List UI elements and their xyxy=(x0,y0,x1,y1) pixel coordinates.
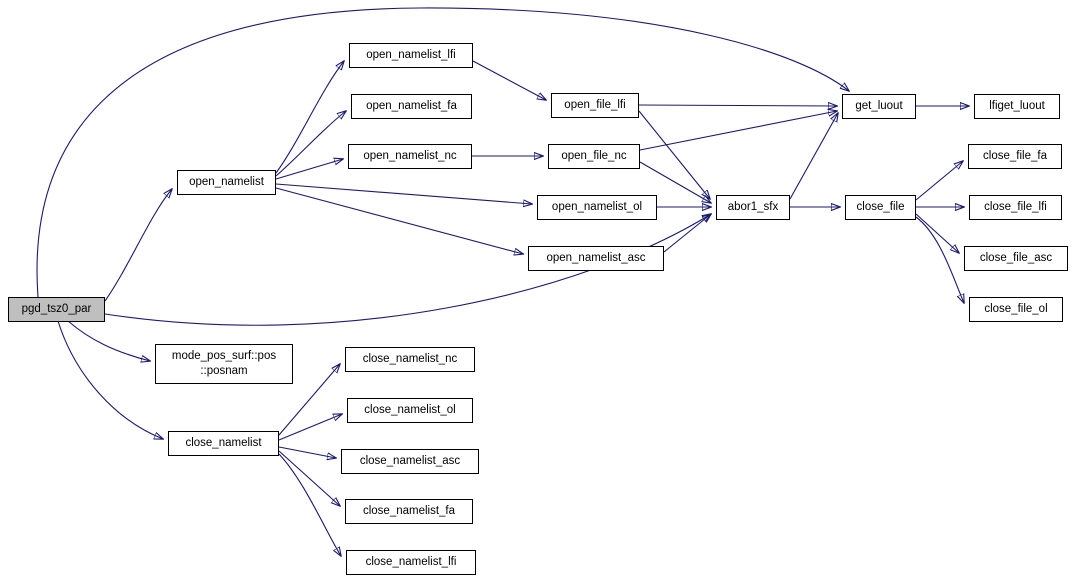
node-open_namelist_ol[interactable]: open_namelist_ol xyxy=(537,195,657,220)
edge-close_namelist-close_namelist_fa xyxy=(278,450,340,506)
edge-close_file-close_file_fa xyxy=(915,161,963,201)
node-lfiget_luout[interactable]: lfiget_luout xyxy=(974,94,1060,119)
node-close_namelist_asc[interactable]: close_namelist_asc xyxy=(341,449,479,474)
node-open_namelist_lfi[interactable]: open_namelist_lfi xyxy=(349,43,473,68)
edge-open_namelist_lfi-open_file_lfi xyxy=(472,60,546,100)
node-close_namelist_nc[interactable]: close_namelist_nc xyxy=(345,347,475,372)
node-close_file[interactable]: close_file xyxy=(845,195,916,220)
edge-open_namelist-open_namelist_nc xyxy=(275,159,343,180)
node-close_namelist_ol[interactable]: close_namelist_ol xyxy=(347,398,473,423)
edge-open_namelist-open_namelist_asc xyxy=(275,187,523,254)
node-open_namelist_asc[interactable]: open_namelist_asc xyxy=(528,246,664,271)
node-close_file_lfi[interactable]: close_file_lfi xyxy=(969,195,1062,220)
node-abor1_sfx[interactable]: abor1_sfx xyxy=(716,195,790,220)
node-get_luout[interactable]: get_luout xyxy=(842,94,916,119)
edge-close_namelist-close_namelist_ol xyxy=(278,414,342,441)
node-pgd_tsz0_par[interactable]: pgd_tsz0_par xyxy=(8,297,105,322)
node-close_file_fa[interactable]: close_file_fa xyxy=(968,144,1062,169)
edge-pgd_tsz0_par-open_namelist xyxy=(104,189,172,302)
edge-close_namelist-close_namelist_asc xyxy=(278,446,336,458)
node-close_namelist[interactable]: close_namelist xyxy=(168,431,279,456)
edge-open_namelist_asc-abor1_sfx xyxy=(663,214,711,253)
edge-open_namelist-open_namelist_lfi xyxy=(275,61,344,174)
edge-close_file-close_file_ol xyxy=(915,216,964,303)
edge-open_file_nc-get_luout xyxy=(639,111,837,151)
node-open_namelist_fa[interactable]: open_namelist_fa xyxy=(351,94,472,119)
node-close_namelist_lfi[interactable]: close_namelist_lfi xyxy=(346,550,476,575)
edge-open_namelist-open_namelist_ol xyxy=(275,183,532,204)
node-close_file_ol[interactable]: close_file_ol xyxy=(969,297,1063,322)
edge-abor1_sfx-get_luout xyxy=(789,113,838,200)
node-close_namelist_fa[interactable]: close_namelist_fa xyxy=(345,499,473,524)
edge-open_file_lfi-abor1_sfx xyxy=(638,110,710,199)
node-mode_pos_surf-pos-posnam[interactable]: mode_pos_surf::pos ::posnam xyxy=(155,344,293,384)
node-open_file_lfi[interactable]: open_file_lfi xyxy=(551,93,639,118)
edge-pgd_tsz0_par-close_namelist xyxy=(57,320,163,439)
edge-close_file-close_file_asc xyxy=(915,213,959,253)
edge-pgd_tsz0_par-posnam xyxy=(67,320,150,361)
edge-open_namelist-open_namelist_fa xyxy=(275,111,346,177)
node-open_namelist_nc[interactable]: open_namelist_nc xyxy=(348,144,472,169)
node-open_namelist[interactable]: open_namelist xyxy=(177,170,276,195)
edge-open_file_lfi-get_luout xyxy=(638,105,837,106)
edge-close_namelist-close_namelist_lfi xyxy=(278,453,341,556)
node-open_file_nc[interactable]: open_file_nc xyxy=(548,144,640,169)
node-close_file_asc[interactable]: close_file_asc xyxy=(964,246,1068,271)
